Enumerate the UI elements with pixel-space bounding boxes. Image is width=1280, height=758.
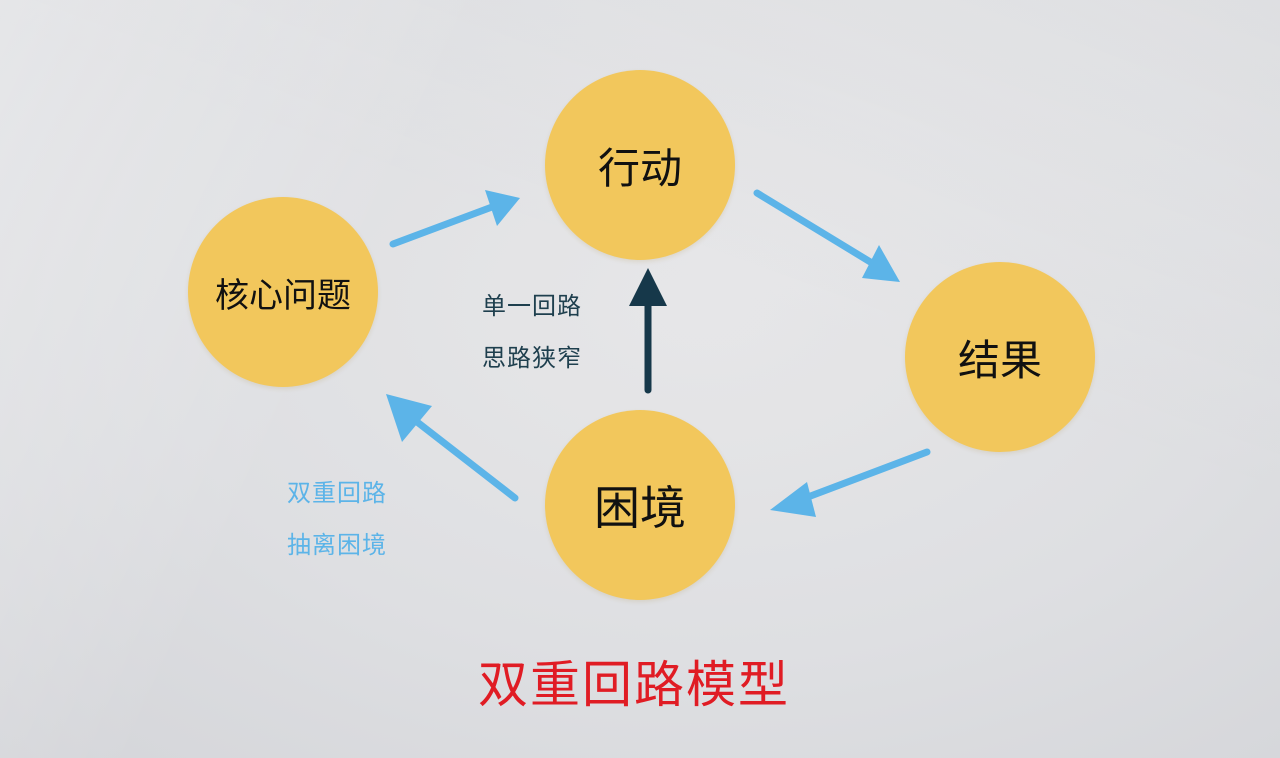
double-loop-note: 双重回路 抽离困境: [287, 467, 387, 571]
node-action-label: 行动: [597, 143, 682, 193]
node-core-problem-label: 核心问题: [215, 275, 351, 316]
node-action: 行动: [545, 70, 735, 260]
single-loop-note-line: 单一回路: [482, 292, 582, 320]
node-result: 结果: [905, 262, 1095, 452]
arrow-dilemma-to-action: [629, 268, 667, 394]
node-result-label: 结果: [957, 335, 1042, 385]
double-loop-note-line: 双重回路: [287, 479, 387, 507]
arrow-action-to-result: [753, 189, 900, 282]
double-loop-note-line: 抽离困境: [287, 531, 387, 559]
arrow-result-to-dilemma: [770, 448, 931, 517]
single-loop-note-line: 思路狭窄: [482, 344, 582, 372]
arrow-core-to-action: [389, 190, 520, 248]
single-loop-note: 单一回路 思路狭窄: [482, 280, 582, 384]
arrow-dilemma-to-core: [386, 394, 519, 502]
node-core-problem: 核心问题: [188, 197, 378, 387]
model-title: 双重回路模型: [478, 656, 790, 714]
node-dilemma-label: 困境: [594, 481, 686, 535]
node-dilemma: 困境: [545, 410, 735, 600]
